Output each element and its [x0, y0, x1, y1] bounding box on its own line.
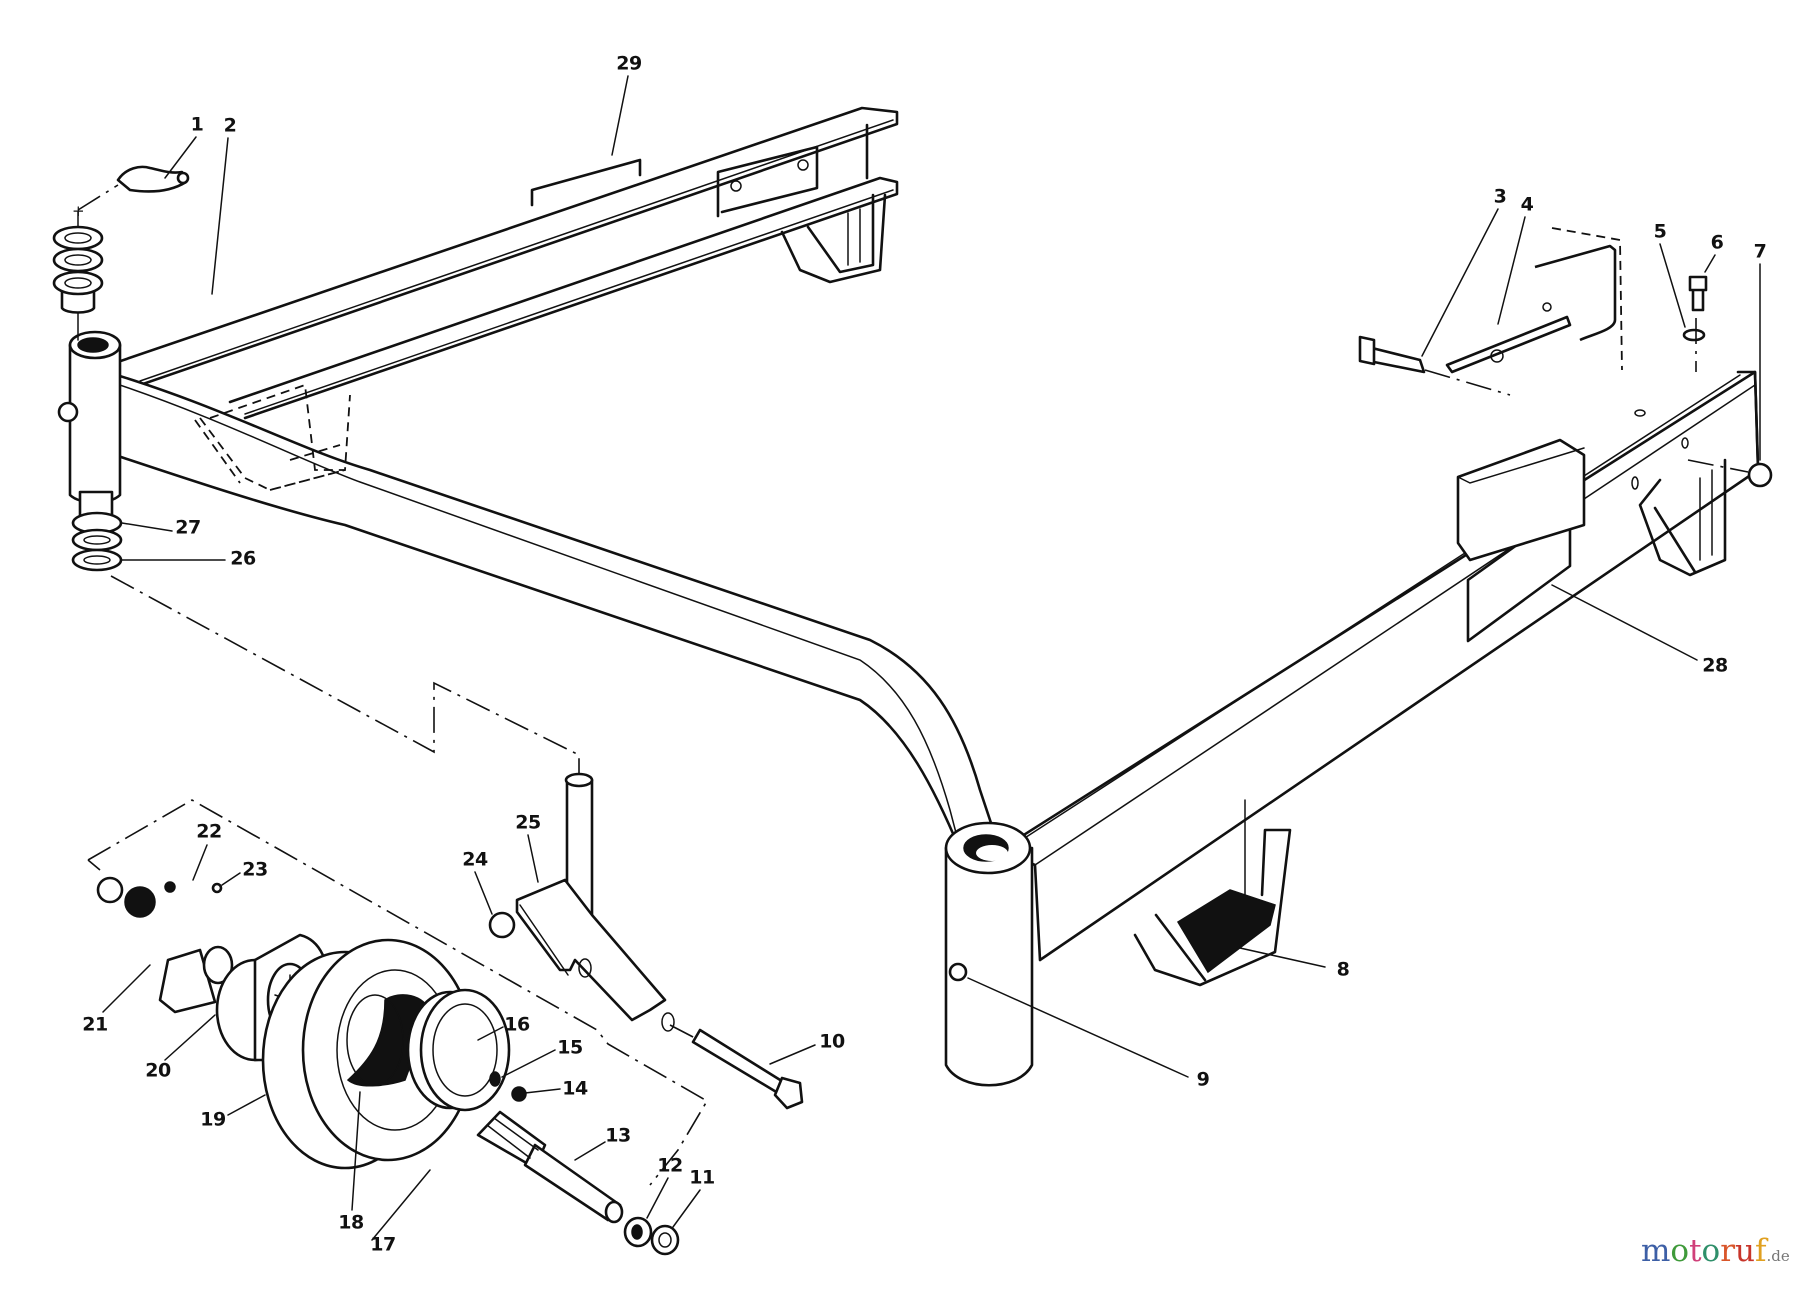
callout-28: 28 — [1702, 654, 1728, 677]
callout-22: 22 — [196, 820, 222, 843]
callout-9: 9 — [1196, 1068, 1210, 1091]
front-pivot-pillar — [944, 821, 1034, 1087]
callout-10: 10 — [819, 1030, 845, 1053]
watermark-domain-suffix: .de — [1766, 1247, 1790, 1265]
watermark-letter: r — [1720, 1233, 1736, 1269]
motoruf-watermark-logo: motoruf.de — [1641, 1236, 1790, 1267]
callout-23: 23 — [242, 858, 268, 881]
callout-8: 8 — [1336, 958, 1350, 981]
callout-5: 5 — [1653, 220, 1667, 243]
callout-21: 21 — [82, 1013, 108, 1036]
caster-assembly — [87, 575, 804, 1256]
callout-14: 14 — [562, 1077, 588, 1100]
watermark-letter: o — [1701, 1233, 1721, 1269]
callout-4: 4 — [1520, 193, 1534, 216]
callout-6: 6 — [1710, 231, 1724, 254]
watermark-letter: f — [1755, 1233, 1767, 1269]
callout-3: 3 — [1493, 185, 1507, 208]
callout-17: 17 — [370, 1233, 396, 1256]
callout-25: 25 — [515, 811, 541, 834]
callout-13: 13 — [605, 1124, 631, 1147]
callout-18: 18 — [338, 1211, 364, 1234]
leader-lines — [102, 75, 1761, 1241]
left-pivot-pillar — [57, 330, 122, 504]
svg-text:+: + — [72, 202, 85, 220]
watermark-letter: m — [1641, 1233, 1671, 1269]
callout-11: 11 — [689, 1166, 715, 1189]
callout-24: 24 — [462, 848, 488, 871]
bushing-stack-upper — [52, 211, 104, 341]
callout-16: 16 — [504, 1013, 530, 1036]
callout-20: 20 — [145, 1059, 171, 1082]
lynch-pin: + — [72, 165, 190, 220]
callout-19: 19 — [200, 1108, 226, 1131]
callout-2: 2 — [223, 114, 237, 137]
watermark-letter: u — [1735, 1233, 1756, 1269]
callout-12: 12 — [657, 1154, 683, 1177]
watermark-letter: t — [1689, 1233, 1702, 1269]
callout-1: 1 — [190, 113, 204, 136]
callout-7: 7 — [1753, 240, 1767, 263]
bushing-stack-lower — [71, 490, 123, 572]
watermark-letter: o — [1670, 1233, 1690, 1269]
callout-15: 15 — [557, 1036, 583, 1059]
callout-29: 29 — [616, 52, 642, 75]
bumper-bracket — [1358, 227, 1773, 562]
callout-26: 26 — [230, 547, 256, 570]
callout-27: 27 — [175, 516, 201, 539]
